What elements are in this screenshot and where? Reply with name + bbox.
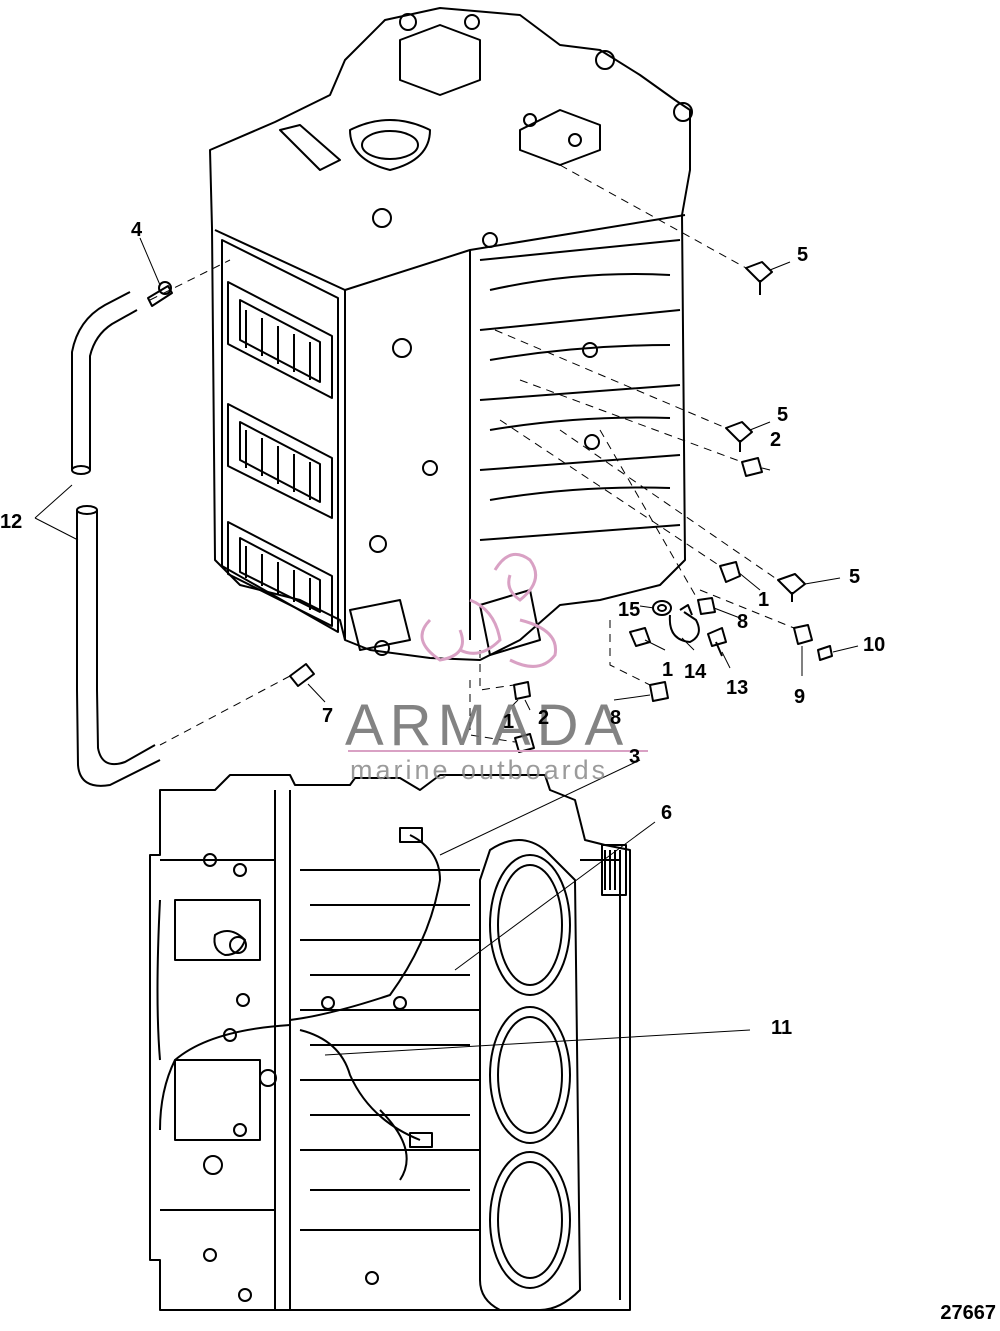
- callout-1: 1: [758, 589, 770, 611]
- callout-7: 7: [322, 705, 334, 727]
- callout-11: 11: [771, 1017, 793, 1039]
- callout-9: 9: [794, 686, 806, 708]
- dashed-guides: [149, 164, 795, 746]
- callout-5: 5: [849, 566, 861, 588]
- callout-5: 5: [797, 244, 809, 266]
- callout-3: 3: [629, 746, 641, 768]
- callout-13: 13: [726, 677, 749, 699]
- cylinder-block-upper: [209, 7, 693, 661]
- callout-15: 15: [618, 599, 641, 621]
- callout-2: 2: [538, 707, 550, 729]
- callout-12: 12: [0, 511, 23, 533]
- hose-item-12: [71, 291, 161, 787]
- callout-8: 8: [610, 707, 622, 729]
- figure-id: 27667: [940, 1302, 996, 1324]
- callout-6: 6: [661, 802, 673, 824]
- callout-1: 1: [503, 711, 515, 733]
- callout-14: 14: [684, 661, 707, 683]
- watermark-rule: [348, 750, 648, 752]
- watermark-logo: [420, 552, 558, 668]
- callout-1: 1: [662, 659, 674, 681]
- callout-10: 10: [863, 634, 886, 656]
- callout-2: 2: [770, 429, 782, 451]
- leader-lines: [34, 237, 859, 1056]
- callout-8: 8: [737, 611, 749, 633]
- watermark-brand: ARMADA: [345, 693, 630, 758]
- cylinder-block-lower: [149, 774, 631, 1311]
- callout-4: 4: [131, 219, 143, 241]
- watermark-tagline: marine outboards: [350, 755, 609, 785]
- callout-5: 5: [777, 404, 789, 426]
